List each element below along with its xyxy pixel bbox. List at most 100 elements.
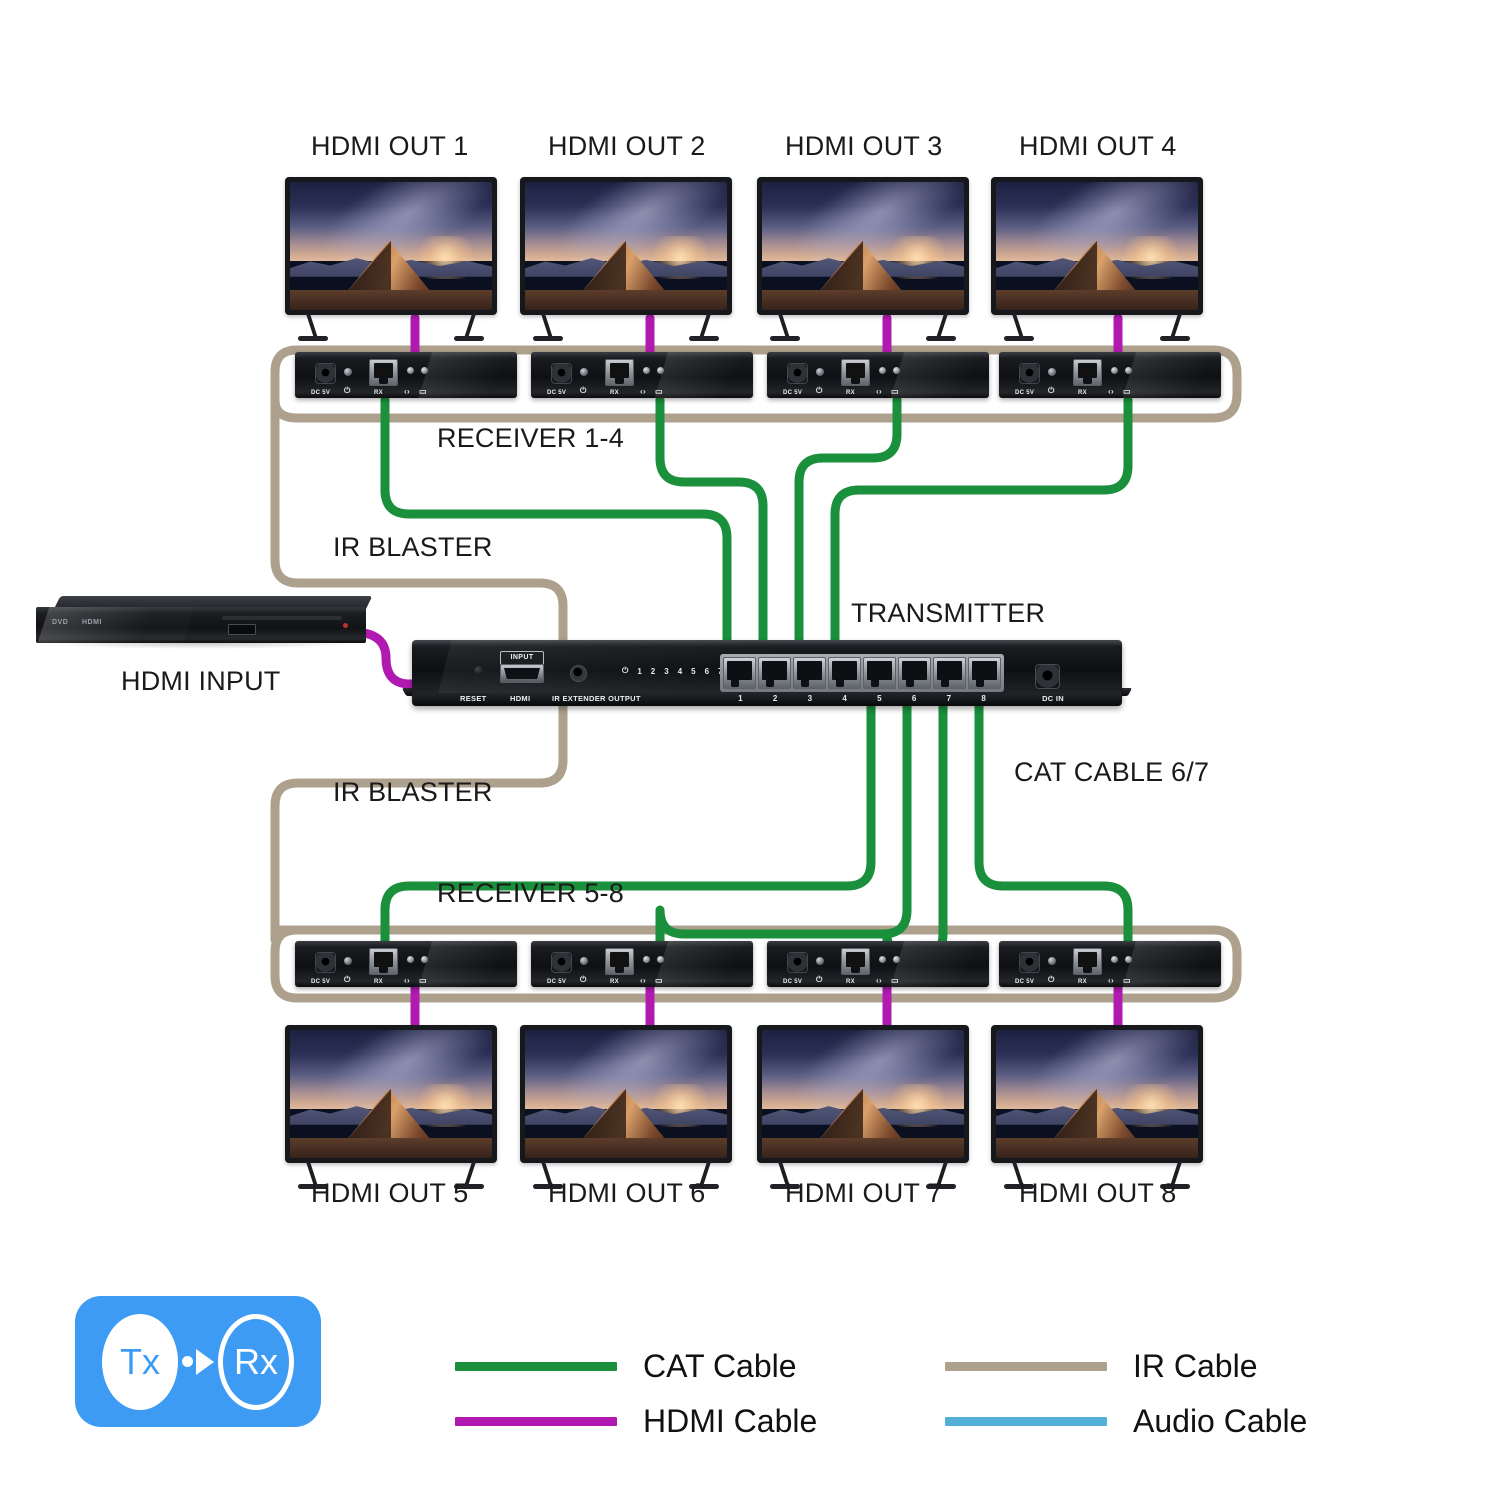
tv-screen <box>762 182 964 310</box>
link-led-icon <box>643 956 650 963</box>
port-number-1: 1 <box>738 694 743 703</box>
rj45-port-7 <box>933 657 966 689</box>
receiver-2: DC 5V ⏻ RX ‹› ▭ <box>531 352 753 398</box>
transmitter-front-panel: INPUT ⏻ 1 2 3 4 5 6 7 8 <box>412 640 1122 706</box>
receiver-led-b-label: ▭ <box>891 976 899 985</box>
tv-bezel <box>285 1025 497 1163</box>
rj45-port-5 <box>863 657 896 689</box>
power-led-icon <box>344 368 352 376</box>
cable-legend: CAT Cable IR Cable HDMI Cable Audio Cabl… <box>0 1285 1500 1445</box>
dvd-display <box>228 624 256 635</box>
receiver-led-a-label: ‹› <box>1108 387 1114 396</box>
receiver-rj45-port <box>605 359 634 386</box>
receiver-dc-label: DC 5V <box>311 390 331 396</box>
receiver-dc-label: DC 5V <box>311 979 331 985</box>
dvd-power-led-icon <box>343 623 348 628</box>
legend-swatch-ir <box>945 1362 1107 1371</box>
label-hdmi-out-8: HDMI OUT 8 <box>1019 1178 1177 1208</box>
status-led-icon <box>1125 367 1132 374</box>
receiver-power-label: ⏻ <box>1048 975 1055 984</box>
receiver-dc-label: DC 5V <box>1015 979 1035 985</box>
receiver-7: DC 5V ⏻ RX ‹› ▭ <box>767 941 989 987</box>
power-led-icon <box>580 368 588 376</box>
ir-cable-bottom-loop <box>270 925 1242 1003</box>
receiver-dc-jack <box>1019 952 1040 973</box>
receiver-dc-label: DC 5V <box>783 979 803 985</box>
legend-label-ir: IR Cable <box>1133 1348 1258 1384</box>
receiver-power-label: ⏻ <box>344 386 351 395</box>
rx-badge: Rx <box>218 1313 294 1410</box>
status-led-icon <box>657 367 664 374</box>
tv-screen <box>996 182 1198 310</box>
cat-cable-2 <box>655 395 768 653</box>
legend-item-hdmi: HDMI Cable <box>455 1403 817 1440</box>
receiver-rx-label: RX <box>610 979 619 985</box>
receiver-led-b-label: ▭ <box>655 387 663 396</box>
input-tag: INPUT <box>500 651 544 665</box>
label-hdmi-out-7: HDMI OUT 7 <box>785 1178 943 1208</box>
led-label-5: 5 <box>691 666 696 676</box>
receiver-rx-label: RX <box>374 979 383 985</box>
legend-label-audio: Audio Cable <box>1133 1403 1308 1439</box>
link-led-icon <box>643 367 650 374</box>
receiver-rj45-port <box>369 359 398 386</box>
legend-item-cat: CAT Cable <box>455 1348 797 1385</box>
link-led-icon <box>407 956 414 963</box>
cat-cable-8 <box>974 701 1133 951</box>
led-label-4: 4 <box>677 666 683 676</box>
ir-cable-bottom-branch <box>270 701 568 945</box>
tv-screen <box>525 182 727 310</box>
label-hdmi-out-1: HDMI OUT 1 <box>311 131 469 161</box>
power-led-icon <box>816 957 824 965</box>
power-led-icon <box>344 957 352 965</box>
port-number-4: 4 <box>842 694 847 703</box>
power-led-icon <box>1048 368 1056 376</box>
label-hdmi-out-2: HDMI OUT 2 <box>548 131 706 161</box>
receiver-power-label: ⏻ <box>580 386 587 395</box>
receiver-dc-label: DC 5V <box>547 979 567 985</box>
label-hdmi-out-6: HDMI OUT 6 <box>548 1178 706 1208</box>
tv-screen <box>996 1030 1198 1158</box>
legend-item-ir: IR Cable <box>945 1348 1258 1385</box>
arrow-right-icon <box>182 1348 214 1375</box>
receiver-dc-jack <box>315 952 336 973</box>
receiver-led-b-label: ▭ <box>1123 976 1131 985</box>
receiver-rx-label: RX <box>1078 979 1087 985</box>
rj45-port-block <box>720 654 1004 692</box>
receiver-led-a-label: ‹› <box>1108 976 1114 985</box>
receiver-power-label: ⏻ <box>816 975 823 984</box>
label-ir-blaster-bottom: IR BLASTER <box>333 777 493 807</box>
cat-cable-4 <box>830 395 1133 653</box>
label-ir-blaster-top: IR BLASTER <box>333 532 493 562</box>
receiver-led-a-label: ‹› <box>876 387 882 396</box>
receiver-1: DC 5V ⏻ RX ‹› ▭ <box>295 352 517 398</box>
hdmi-label: HDMI <box>510 694 531 703</box>
power-led-icon <box>580 957 588 965</box>
receiver-led-a-label: ‹› <box>876 976 882 985</box>
reset-button[interactable] <box>474 666 483 675</box>
led-label-6: 6 <box>704 666 710 676</box>
tv-bezel <box>520 1025 732 1163</box>
status-led-icon <box>893 367 900 374</box>
label-receiver-top: RECEIVER 1-4 <box>437 423 624 453</box>
led-label-2: 2 <box>650 666 656 676</box>
legend-item-audio: Audio Cable <box>945 1403 1307 1440</box>
label-hdmi-out-4: HDMI OUT 4 <box>1019 131 1177 161</box>
link-led-icon <box>407 367 414 374</box>
legend-swatch-hdmi <box>455 1417 617 1426</box>
link-led-icon <box>1111 367 1118 374</box>
label-receiver-bottom: RECEIVER 5-8 <box>437 878 624 908</box>
tv-screen <box>290 182 492 310</box>
link-led-icon <box>879 956 886 963</box>
status-led-icon <box>893 956 900 963</box>
ir-cable-top-branch <box>270 410 568 675</box>
receiver-dc-jack <box>787 952 808 973</box>
tv-screen <box>290 1030 492 1158</box>
rj45-port-2 <box>758 657 791 689</box>
receiver-led-a-label: ‹› <box>404 387 410 396</box>
rj45-port-8 <box>968 657 1001 689</box>
receiver-power-label: ⏻ <box>580 975 587 984</box>
tv-screen <box>762 1030 964 1158</box>
